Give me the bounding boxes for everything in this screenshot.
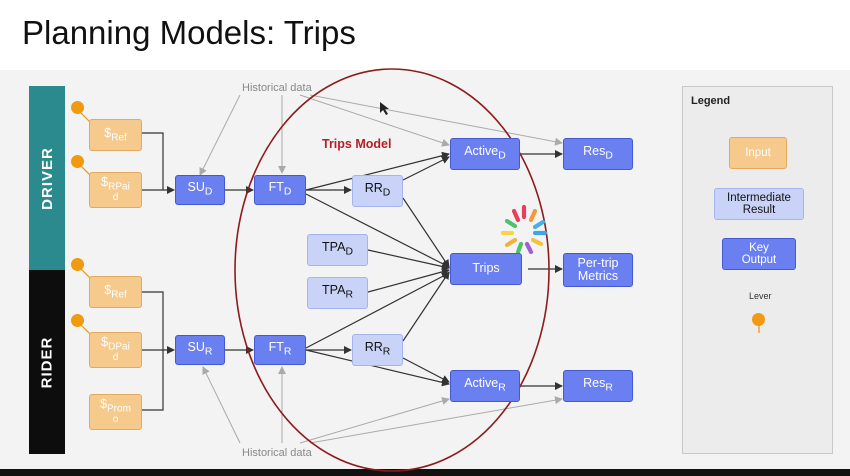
node-tpa-r: TPAR: [307, 277, 368, 309]
driver-band: DRIVER: [29, 86, 65, 270]
legend-intermediate-swatch: Intermediate Result: [714, 188, 804, 220]
trips-model-ellipse: [234, 68, 550, 472]
lever-icon[interactable]: [71, 258, 84, 271]
node-rr-r: RRR: [352, 334, 403, 366]
legend-lever-label: Lever: [749, 291, 772, 301]
slide-title: Planning Models: Trips: [22, 14, 356, 51]
legend-panel: Legend Input Intermediate Result Key Out…: [682, 86, 833, 454]
node-rr-d: RRD: [352, 175, 403, 207]
node-su-r: SUR: [175, 335, 225, 365]
legend-lever-icon: [752, 313, 765, 326]
legend-title: Legend: [691, 95, 731, 107]
node-driver-ref: $Ref: [89, 119, 142, 151]
historical-data-top: Historical data: [242, 82, 312, 94]
node-driver-rpaid: $RPai d: [89, 172, 142, 208]
node-trips: Trips: [450, 253, 522, 285]
node-rider-ref: $Ref: [89, 276, 142, 308]
node-rider-promo: $Prom o: [89, 394, 142, 430]
node-active-r: ActiveR: [450, 370, 520, 402]
node-per-trip-metrics: Per-trip Metrics: [563, 253, 633, 287]
node-rider-dpaid: $DPai d: [89, 332, 142, 368]
legend-key-output-swatch: Key Output: [722, 238, 796, 270]
node-active-d: ActiveD: [450, 138, 520, 170]
lever-icon[interactable]: [71, 155, 84, 168]
node-ft-d: FTD: [254, 175, 306, 205]
rider-band: RIDER: [29, 270, 65, 454]
lever-icon[interactable]: [71, 314, 84, 327]
lever-icon[interactable]: [71, 101, 84, 114]
trips-model-label: Trips Model: [322, 137, 392, 151]
node-ft-r: FTR: [254, 335, 306, 365]
driver-band-label: DRIVER: [38, 146, 56, 210]
bottom-bar: [0, 469, 850, 476]
rider-band-label: RIDER: [38, 336, 56, 388]
node-su-d: SUD: [175, 175, 225, 205]
node-tpa-d: TPAD: [307, 234, 368, 266]
node-res-d: ResD: [563, 138, 633, 170]
loading-spinner-icon: [500, 204, 548, 255]
historical-data-bottom: Historical data: [242, 447, 312, 459]
node-res-r: ResR: [563, 370, 633, 402]
legend-input-swatch: Input: [729, 137, 787, 169]
